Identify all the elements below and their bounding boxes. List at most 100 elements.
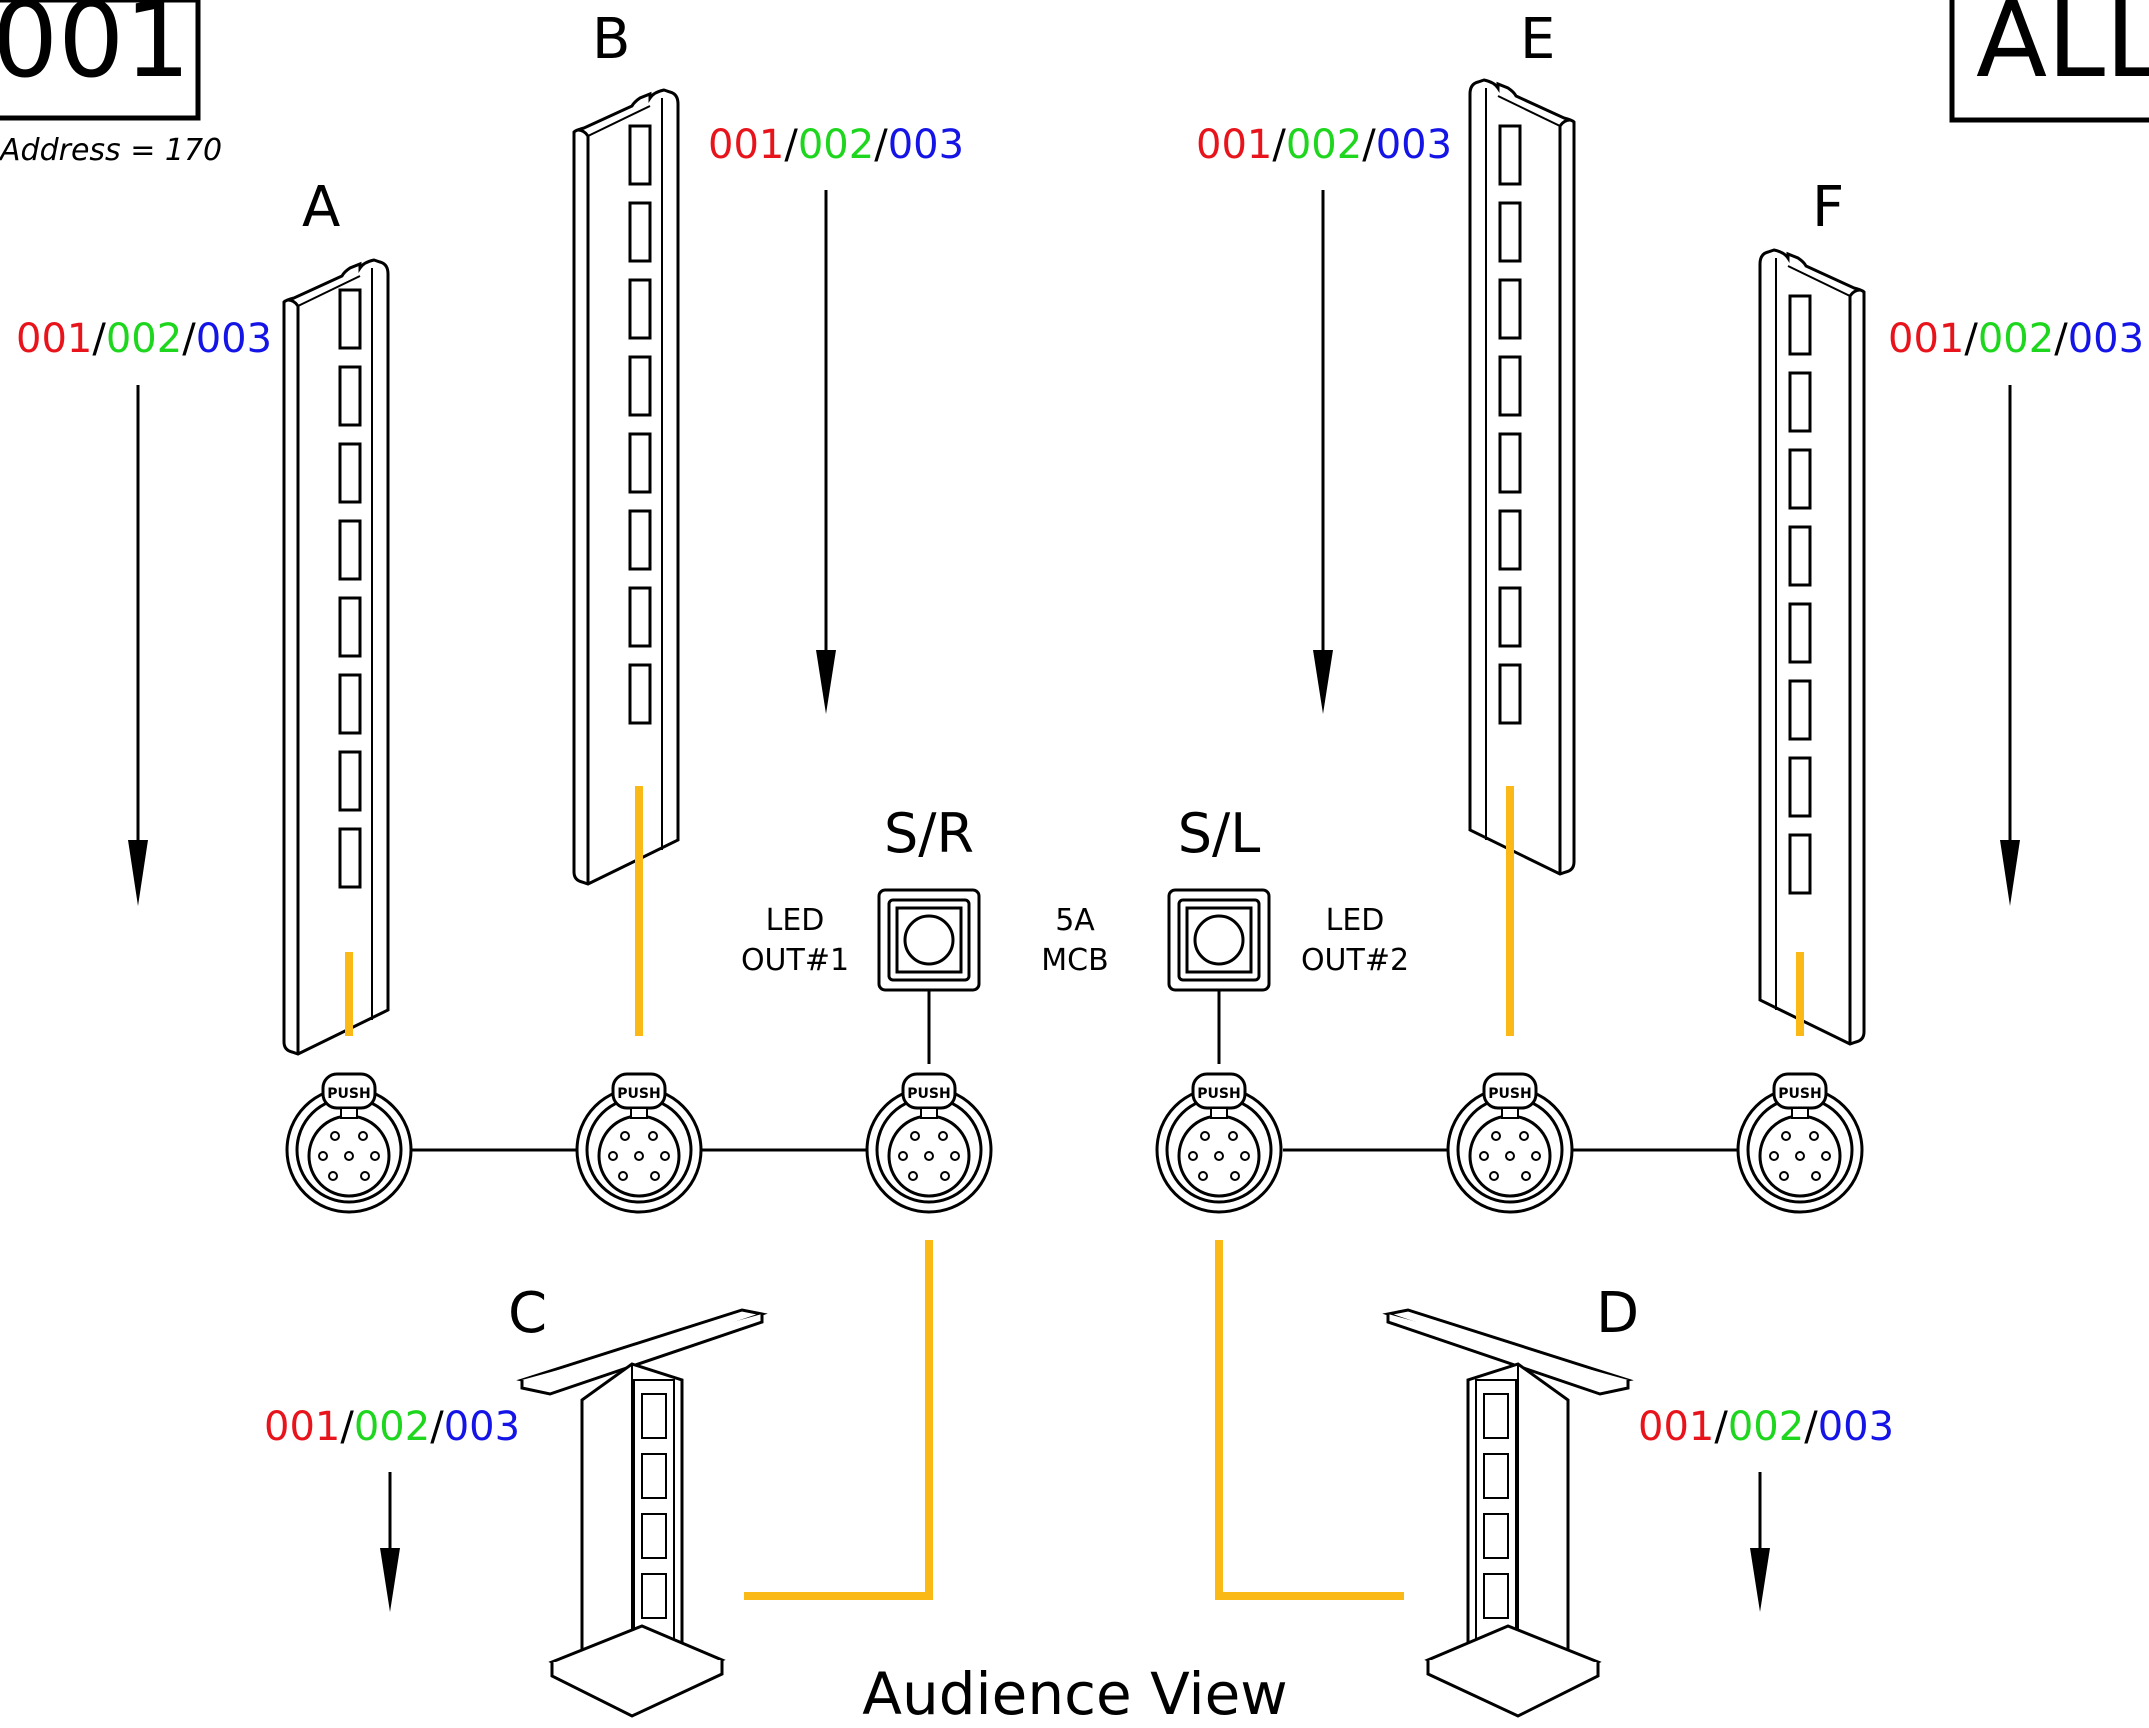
batten-slot [338, 750, 362, 812]
batten-slot [1788, 294, 1812, 356]
batten-slot [338, 673, 362, 735]
batten-slot [338, 365, 362, 427]
batten-slot [1788, 756, 1812, 818]
channel-1: 001 [708, 122, 784, 168]
channel-1: 001 [1888, 316, 1964, 362]
connector-4: PUSH [1155, 1072, 1283, 1214]
channel-2: 002 [1286, 122, 1362, 168]
channel-label-e: 001/002/003 [1196, 122, 1452, 168]
batten-slot [1788, 371, 1812, 433]
channel-2: 002 [1728, 1404, 1804, 1450]
all-box: ALL [1949, 0, 2149, 123]
batten-slot [1498, 355, 1522, 417]
connector-5: PUSH [1446, 1072, 1574, 1214]
channel-1: 001 [1196, 122, 1272, 168]
mcb-line1: 5A [1055, 903, 1095, 938]
batten-a [282, 258, 390, 1056]
batten-slot [1498, 278, 1522, 340]
podium-c [520, 1308, 764, 1718]
cable-c [744, 1240, 933, 1600]
batten-slot [338, 519, 362, 581]
address-box-text: 001 [0, 0, 191, 101]
cable-d [1215, 1240, 1404, 1600]
svg-text:001/002/003: 001/002/003 [1638, 1404, 1894, 1450]
batten-slot [628, 432, 652, 494]
address-caption: Address = 170 [0, 133, 222, 168]
channel-2: 002 [354, 1404, 430, 1450]
batten-slot [1498, 509, 1522, 571]
channel-3: 003 [1376, 122, 1452, 168]
batten-f-slots [1788, 294, 1812, 895]
switch-sl [1167, 888, 1271, 992]
connector-2: PUSH [575, 1072, 703, 1214]
batten-slot [338, 288, 362, 350]
fixture-label-e: E [1520, 7, 1555, 72]
channel-1: 001 [16, 316, 92, 362]
connector-1: PUSH [285, 1072, 413, 1214]
batten-slot [1498, 124, 1522, 186]
batten-slot [1788, 448, 1812, 510]
batten-slot [1788, 602, 1812, 664]
led-out1-line1: LED [766, 903, 825, 938]
arrow-b [816, 190, 836, 714]
channel-label-d: 001/002/003 [1638, 1404, 1894, 1450]
push-label: PUSH [1197, 1086, 1240, 1102]
batten-slot [1498, 201, 1522, 263]
channel-3: 003 [1818, 1404, 1894, 1450]
svg-text:001/002/003: 001/002/003 [16, 316, 272, 362]
fixture-label-d: D [1596, 1281, 1639, 1346]
channel-label-c: 001/002/003 [264, 1404, 520, 1450]
push-label: PUSH [907, 1086, 950, 1102]
arrow-e [1313, 190, 1333, 714]
arrow-a [128, 385, 148, 906]
arrow-d [1750, 1472, 1770, 1612]
svg-text:001/002/003: 001/002/003 [264, 1404, 520, 1450]
channel-3: 003 [888, 122, 964, 168]
channel-label-a: 001/002/003 [16, 316, 272, 362]
push-label: PUSH [1778, 1086, 1821, 1102]
batten-slot [1498, 663, 1522, 725]
batten-slot [338, 827, 362, 889]
channel-2: 002 [798, 122, 874, 168]
batten-slot [628, 355, 652, 417]
batten-slot [628, 278, 652, 340]
all-box-text: ALL [1976, 0, 2149, 101]
arrow-c [380, 1472, 400, 1612]
batten-slot [1788, 833, 1812, 895]
batten-e-slots [1498, 124, 1522, 725]
channel-3: 003 [196, 316, 272, 362]
batten-slot [1498, 586, 1522, 648]
batten-slot [628, 509, 652, 571]
push-label: PUSH [327, 1086, 370, 1102]
led-out1-line2: OUT#1 [741, 943, 849, 978]
batten-b [572, 88, 680, 886]
channel-label-b: 001/002/003 [708, 122, 964, 168]
fixture-label-b: B [592, 7, 630, 72]
switch-sr [877, 888, 981, 992]
push-label: PUSH [1488, 1086, 1531, 1102]
batten-f [1758, 248, 1866, 1046]
connector-6: PUSH [1736, 1072, 1864, 1214]
batten-slot [628, 201, 652, 263]
connector-3: PUSH [865, 1072, 993, 1214]
batten-slot [1788, 679, 1812, 741]
push-label: PUSH [617, 1086, 660, 1102]
channel-2: 002 [1978, 316, 2054, 362]
svg-text:001/002/003: 001/002/003 [708, 122, 964, 168]
batten-slot [628, 586, 652, 648]
fixture-label-f: F [1812, 175, 1844, 240]
batten-slot [628, 124, 652, 186]
svg-text:001/002/003: 001/002/003 [1888, 316, 2144, 362]
batten-slot [628, 663, 652, 725]
audience-view-label: Audience View [862, 1660, 1287, 1728]
channel-3: 003 [2068, 316, 2144, 362]
channel-3: 003 [444, 1404, 520, 1450]
arrow-f [2000, 385, 2020, 906]
batten-slot [1788, 525, 1812, 587]
batten-slot [338, 442, 362, 504]
address-box: 001 [0, 0, 201, 121]
batten-a-slots [338, 288, 362, 889]
batten-slot [1498, 432, 1522, 494]
fixture-label-a: A [302, 175, 340, 240]
